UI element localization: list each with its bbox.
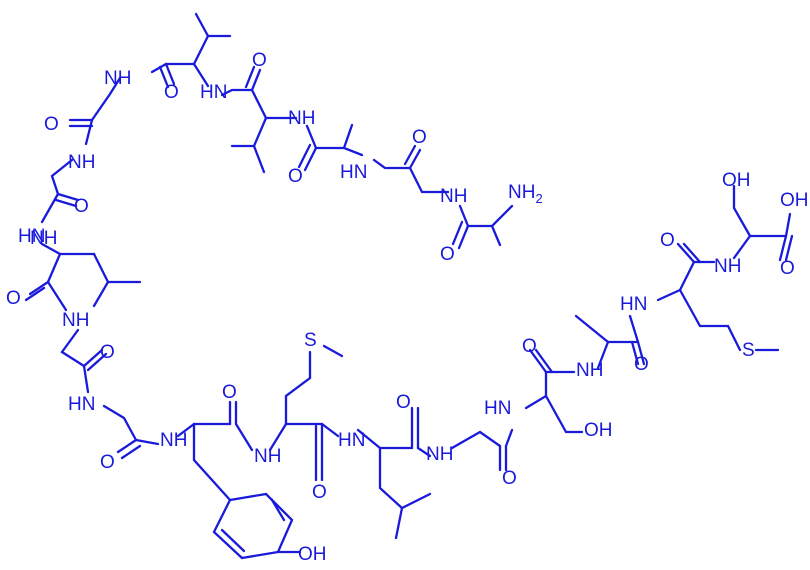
nh-val5-label: NH: [104, 68, 131, 89]
nh-met17-label: HN: [620, 294, 647, 315]
nh-gly9-label: NH: [62, 310, 89, 331]
o-ala3-label: O: [288, 166, 303, 187]
nh-leu8-label: HN: [18, 226, 45, 247]
nh-tyr11-label: NH: [160, 430, 187, 451]
o-tyr11-label: O: [222, 382, 237, 403]
o-met17-label: O: [660, 230, 675, 251]
o-ala1-label: O: [440, 244, 455, 265]
nh-leu13-label: HN: [338, 430, 365, 451]
o-leu13-label: O: [396, 392, 411, 413]
nh-gly7-label: NH: [30, 228, 57, 249]
nh-ser18-label: NH: [714, 256, 741, 277]
nh-ala3-label: NH: [288, 108, 315, 129]
o-leu8-label: O: [6, 288, 21, 309]
s-met17-label: S: [742, 340, 755, 361]
nh-ser15-label: HN: [484, 398, 511, 419]
s-met12-label: S: [304, 330, 317, 351]
oh-ser15-label: OH: [584, 420, 613, 441]
nh-gly2-label: HN: [340, 162, 367, 183]
o-gly6-label: O: [44, 114, 59, 135]
o-gly10-label: O: [100, 452, 115, 473]
nh-ala16-label: NH: [576, 360, 603, 381]
nh-ala1-label: NH: [440, 186, 467, 207]
o-acid-label: O: [780, 258, 795, 279]
oh-tyr-label: OH: [298, 544, 327, 565]
o-val4-label: O: [252, 50, 267, 71]
oh-acid-label: OH: [780, 190, 809, 211]
nh-met12-label: NH: [254, 446, 281, 467]
o-ala16-label: O: [634, 354, 649, 375]
o-val5-label: O: [164, 82, 179, 103]
o-gly7-label: O: [74, 196, 89, 217]
o-gly2-label: O: [412, 127, 427, 148]
o-gly14-label: O: [502, 468, 517, 489]
nh-gly14-label: NH: [426, 444, 453, 465]
nh-val4-label: HN: [200, 82, 227, 103]
o-ser15-label: O: [522, 336, 537, 357]
nh-gly10-label: HN: [68, 394, 95, 415]
oh-ser18-label: OH: [722, 170, 751, 191]
atom-labels: NH2 NH O HN O NH O HN O NH O NH O NH O H…: [6, 50, 809, 565]
o-gly9-label: O: [100, 342, 115, 363]
nh2-label: NH2: [508, 182, 543, 206]
bond-lines: [24, 12, 794, 560]
nh-gly6-label: NH: [68, 152, 95, 173]
o-met12-label: O: [312, 482, 327, 503]
